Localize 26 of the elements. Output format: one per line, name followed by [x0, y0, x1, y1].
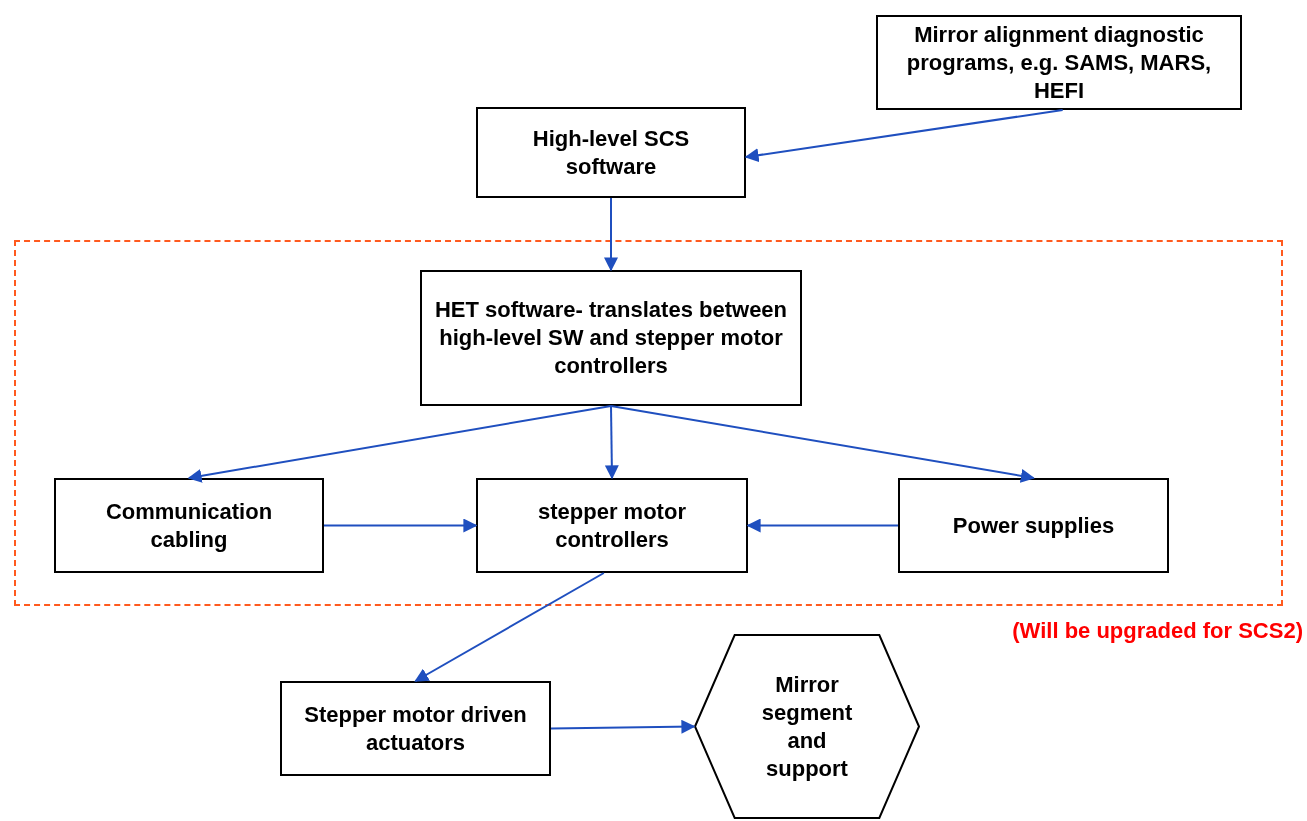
arrow	[323, 518, 478, 533]
group-note: (Will be upgraded for SCS2)	[1012, 618, 1303, 644]
arrow	[550, 719, 696, 734]
node-label: HET software- translates between high-level SW and stepper motor controllers	[433, 296, 789, 380]
process-box	[476, 107, 746, 198]
arrow	[610, 405, 1035, 483]
process-box	[420, 270, 802, 406]
node-label: High-level SCS software	[531, 124, 691, 181]
process-box	[876, 15, 1242, 110]
arrow	[604, 197, 618, 272]
node-label: Stepper motor driven actuators	[303, 700, 528, 757]
process-box	[280, 681, 551, 776]
node-label: Mirror segment and support	[760, 670, 854, 783]
node-label: Mirror alignment diagnostic programs, e.g. SAMS, MARS, HEFI	[905, 20, 1213, 105]
hexagon-node	[694, 634, 920, 819]
process-box	[898, 478, 1169, 573]
arrow	[187, 405, 612, 483]
process-box	[476, 478, 748, 573]
arrow	[744, 109, 1064, 163]
arrow	[746, 518, 899, 533]
node-label: stepper motor controllers	[537, 497, 687, 554]
node-label: Power supplies	[952, 511, 1115, 540]
arrow	[604, 405, 619, 480]
arrow	[414, 572, 605, 682]
node-label: Communication cabling	[104, 497, 274, 554]
process-box	[54, 478, 324, 573]
